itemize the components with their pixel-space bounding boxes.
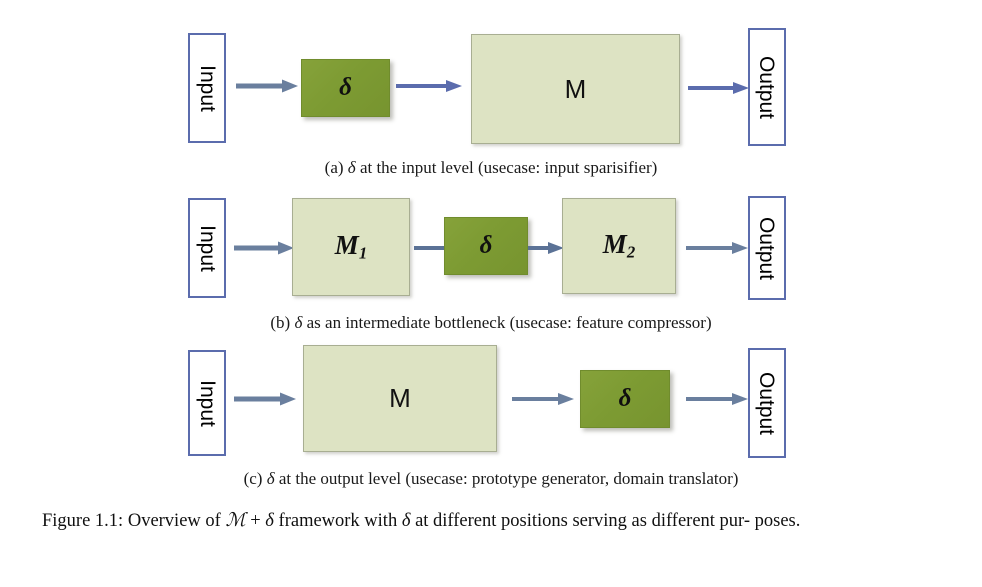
row-b-arrow-model2-to-output: [686, 240, 748, 256]
row-b-model2-label: M2: [602, 229, 636, 262]
figure-caption-text-4: poses.: [754, 511, 801, 531]
row-c-arrow-model-to-delta: [512, 391, 574, 407]
row-a-caption: (a) δ at the input level (usecase: input…: [0, 158, 982, 178]
figure-caption-delta-1: δ: [265, 511, 274, 531]
row-a-arrow-input-to-delta: [236, 77, 298, 95]
row-b-model1-label: M1: [334, 230, 368, 263]
row-a-input-box: Input: [188, 33, 226, 143]
row-c-caption-rest: at the output level (usecase: prototype …: [278, 469, 739, 488]
row-c-input-box: Input: [188, 350, 226, 456]
row-b-caption-rest: as an intermediate bottleneck (usecase: …: [306, 313, 712, 332]
row-c-caption-delta: δ: [266, 469, 275, 488]
row-a-output-label: Output: [755, 55, 779, 119]
row-b-model1-box: M1: [292, 198, 410, 296]
row-a-delta-label: δ: [339, 74, 352, 101]
row-a-arrow-model-to-output: [688, 80, 749, 96]
figure-caption-text-1: Overview of: [127, 511, 221, 531]
row-c-caption-prefix: (c): [243, 469, 263, 488]
row-c-delta-label: δ: [618, 385, 632, 412]
row-a-caption-prefix: (a): [324, 158, 344, 177]
row-c-output-label: Output: [755, 371, 779, 435]
figure-caption-number: Figure 1.1:: [42, 511, 124, 531]
row-c-delta-box: δ: [580, 370, 670, 428]
figure-caption: Figure 1.1: Overview of ℳ + δ framework …: [42, 506, 942, 535]
row-b-caption-prefix: (b): [270, 313, 291, 332]
row-b-input-box: Input: [188, 198, 226, 298]
row-b-input-label: Input: [195, 224, 219, 272]
row-b-caption-delta: δ: [294, 313, 303, 332]
row-a-arrow-delta-to-model: [396, 78, 462, 94]
figure-caption-delta-2: δ: [401, 511, 411, 531]
row-a-model-box: M: [471, 34, 680, 144]
row-b-output-box: Output: [748, 196, 786, 300]
row-b-delta-label: δ: [479, 232, 493, 259]
row-b-arrow-delta-to-model2: [528, 240, 564, 256]
row-a-caption-rest: at the input level (usecase: input spari…: [359, 158, 658, 177]
row-a-output-box: Output: [748, 28, 786, 146]
row-c-model-label: M: [389, 383, 411, 413]
figure-caption-plus: +: [250, 511, 261, 531]
row-c-arrow-input-to-model: [234, 390, 296, 408]
row-c-arrow-delta-to-output: [686, 391, 748, 407]
row-c-output-box: Output: [748, 348, 786, 458]
row-c-model-box: M: [303, 345, 497, 452]
row-a-caption-delta: δ: [347, 158, 356, 177]
figure-caption-script-m: ℳ: [225, 509, 246, 531]
row-b-output-label: Output: [755, 216, 779, 280]
row-b-delta-box: δ: [444, 217, 528, 275]
row-b-arrow-input-to-model1: [234, 239, 294, 257]
row-b-model2-box: M2: [562, 198, 676, 294]
figure-caption-text-3: at different positions serving as differ…: [415, 511, 751, 531]
row-a-model-label: M: [564, 73, 587, 104]
figure-caption-text-2: framework with: [278, 511, 398, 531]
row-a-input-label: Input: [195, 64, 219, 112]
row-b-caption: (b) δ as an intermediate bottleneck (use…: [0, 313, 982, 333]
row-c-caption: (c) δ at the output level (usecase: prot…: [0, 469, 982, 489]
row-c-input-label: Input: [195, 379, 219, 427]
row-a-delta-box: δ: [301, 59, 390, 117]
